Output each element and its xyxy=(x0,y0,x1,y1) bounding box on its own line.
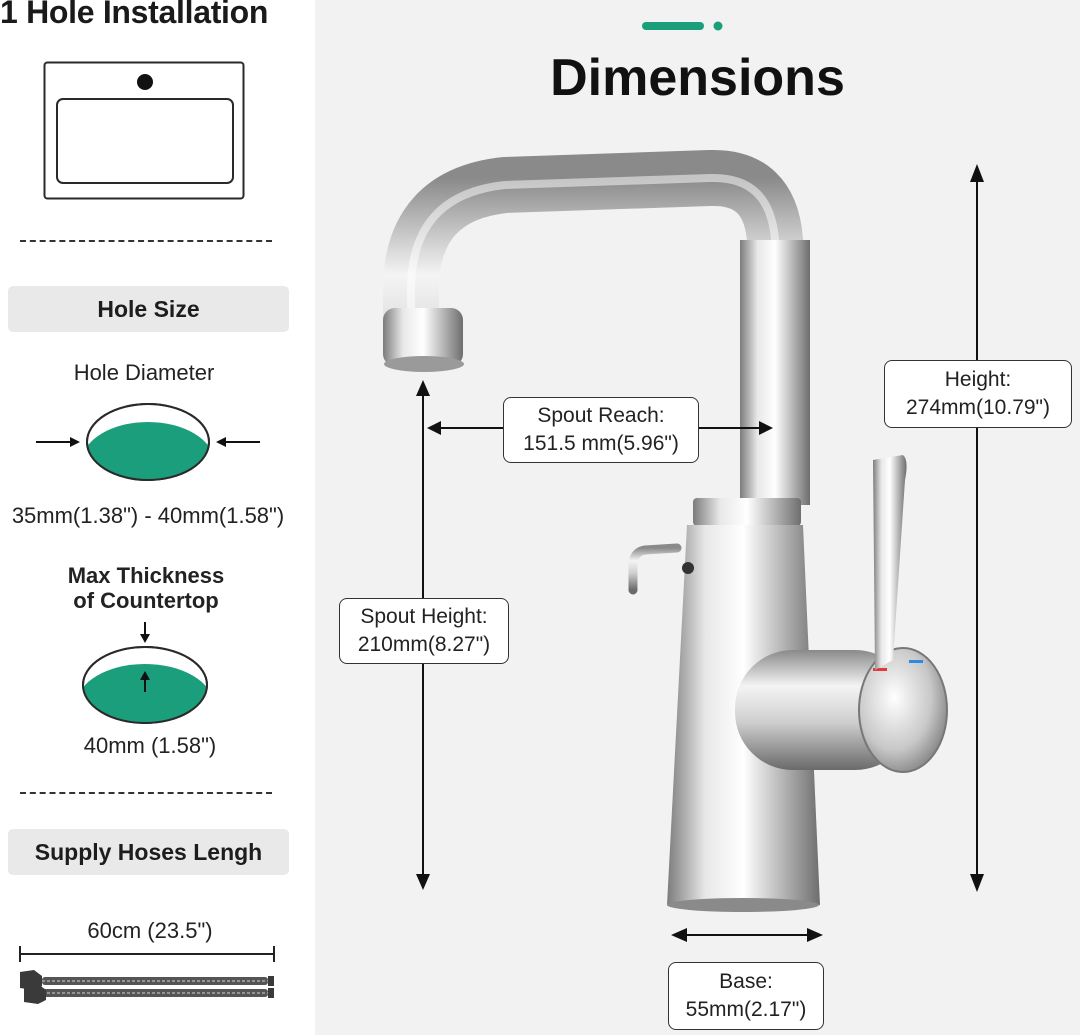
faucet-image xyxy=(383,150,984,942)
spout-height-callout: Spout Height: 210mm(8.27") xyxy=(339,598,509,664)
max-thickness-line1: Max Thickness xyxy=(67,563,225,588)
supply-hose-icon xyxy=(19,946,275,1004)
hose-length-value: 60cm (23.5") xyxy=(87,918,213,943)
spout-height-label: Spout Height: xyxy=(360,605,488,628)
height-value: 274mm(10.79") xyxy=(905,396,1051,419)
base-value: 55mm(2.17") xyxy=(685,998,807,1021)
countertop-thickness-icon xyxy=(82,622,208,724)
spout-height-value: 210mm(8.27") xyxy=(357,633,491,656)
base-label: Base: xyxy=(719,970,773,993)
divider-top xyxy=(20,240,272,242)
divider-bottom xyxy=(20,792,272,794)
base-callout: Base: 55mm(2.17") xyxy=(668,962,824,1030)
spout-reach-callout: Spout Reach: 151.5 mm(5.96") xyxy=(503,397,699,463)
hole-size-header: Hole Size xyxy=(8,286,289,332)
sink-diagram-icon xyxy=(43,61,245,200)
hole-diameter-icon xyxy=(36,403,260,481)
max-thickness-line2: of Countertop xyxy=(73,588,219,613)
spout-reach-label: Spout Reach: xyxy=(537,404,665,427)
height-label: Height: xyxy=(944,368,1012,391)
max-thickness-label: Max Thickness of Countertop xyxy=(0,563,292,613)
installation-title: 1 Hole Installation xyxy=(0,0,269,30)
max-thickness-value: 40mm (1.58") xyxy=(83,733,217,758)
dimensions-title: Dimensions xyxy=(550,49,845,107)
supply-hoses-header: Supply Hoses Lengh xyxy=(8,829,289,875)
accent-bar-icon xyxy=(642,21,723,31)
spout-reach-value: 151.5 mm(5.96") xyxy=(523,432,679,455)
hole-diameter-label: Hole Diameter xyxy=(73,360,215,385)
height-callout: Height: 274mm(10.79") xyxy=(884,360,1072,428)
hole-diameter-value: 35mm(1.38") - 40mm(1.58") xyxy=(11,503,285,528)
